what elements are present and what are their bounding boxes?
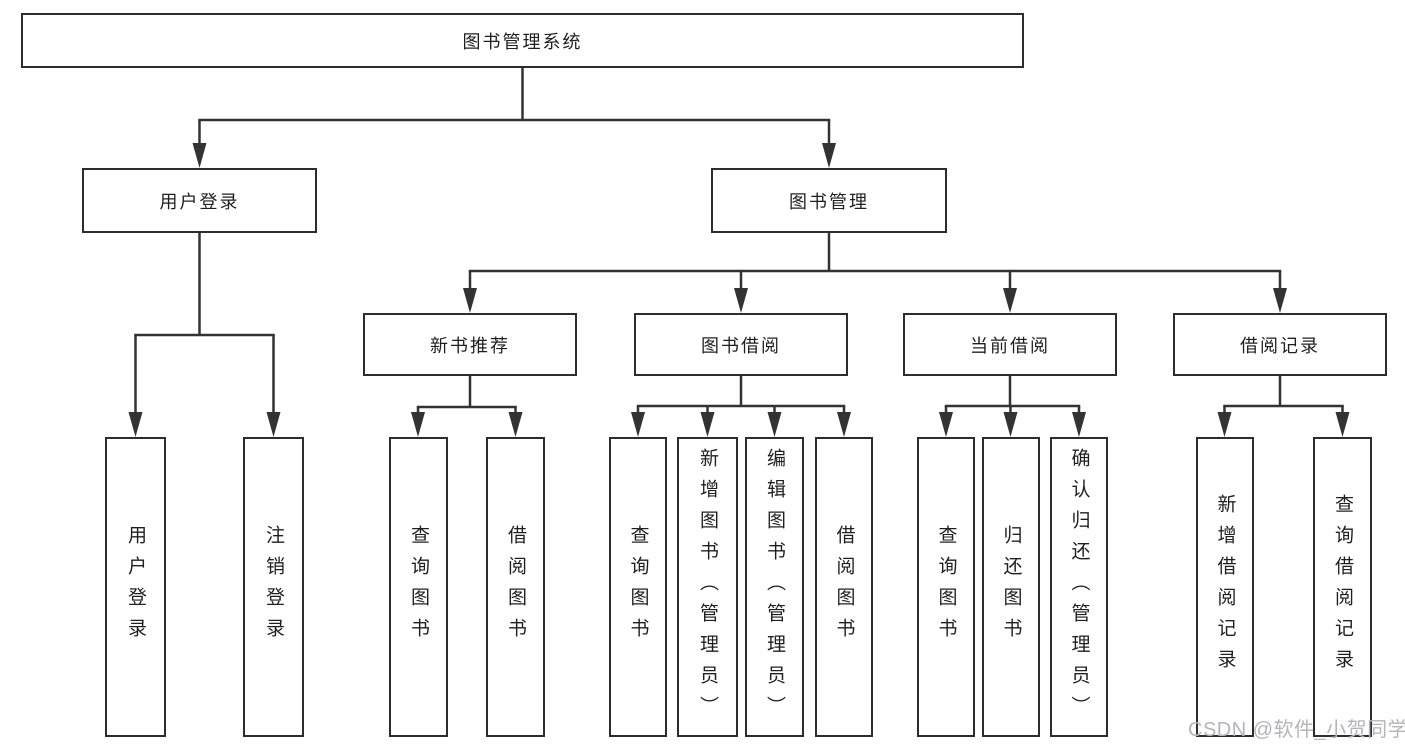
node-current-borrowing: 当前借阅 — [903, 313, 1117, 376]
node-label: 借阅图书 — [505, 525, 526, 649]
leaf-borrow-books: 借阅图书 — [815, 437, 873, 737]
node-label: 查询图书 — [935, 525, 957, 649]
node-label: 查询图书 — [408, 525, 429, 649]
node-label: 编辑图书（管理员） — [764, 447, 785, 727]
node-book-borrowing: 图书借阅 — [634, 313, 848, 376]
leaf-edit-book-admin: 编辑图书（管理员） — [745, 437, 804, 737]
leaf-user-login: 用户登录 — [105, 437, 166, 737]
node-label: 查询借阅记录 — [1332, 494, 1353, 680]
node-label: 借阅记录 — [1240, 335, 1320, 356]
leaf-add-book-admin: 新增图书（管理员） — [677, 437, 738, 737]
node-label: 确认归还（管理员） — [1068, 447, 1090, 727]
node-new-book-recommend: 新书推荐 — [363, 313, 577, 376]
node-borrowing-records: 借阅记录 — [1173, 313, 1387, 376]
node-label: 图书管理系统 — [462, 31, 583, 52]
leaf-confirm-return-admin: 确认归还（管理员） — [1050, 437, 1108, 737]
leaf-query-books-current: 查询图书 — [917, 437, 975, 737]
node-user-login: 用户登录 — [82, 168, 317, 233]
leaf-add-borrow-record: 新增借阅记录 — [1196, 437, 1254, 737]
node-label: 新增借阅记录 — [1214, 494, 1236, 680]
node-label: 查询图书 — [627, 525, 649, 649]
node-label: 图书管理 — [789, 191, 869, 212]
node-label: 用户登录 — [125, 525, 146, 649]
node-label: 用户登录 — [159, 191, 240, 212]
leaf-return-books: 归还图书 — [982, 437, 1040, 737]
leaf-borrow-books-recommend: 借阅图书 — [486, 437, 545, 737]
node-label: 新书推荐 — [430, 335, 510, 356]
node-label: 图书借阅 — [701, 335, 781, 356]
leaf-query-books-recommend: 查询图书 — [389, 437, 448, 737]
node-book-management: 图书管理 — [711, 168, 947, 233]
node-label: 注销登录 — [263, 525, 284, 649]
node-library-management-system: 图书管理系统 — [21, 13, 1024, 68]
node-label: 当前借阅 — [970, 335, 1050, 356]
csdn-watermark: CSDN @软件_小贺同学 — [1188, 719, 1405, 741]
leaf-query-books-borrow: 查询图书 — [609, 437, 667, 737]
leaf-query-borrow-record: 查询借阅记录 — [1313, 437, 1372, 737]
leaf-logout: 注销登录 — [243, 437, 304, 737]
node-label: 归还图书 — [1000, 525, 1022, 649]
node-label: 新增图书（管理员） — [697, 447, 718, 727]
node-label: 借阅图书 — [833, 525, 855, 649]
